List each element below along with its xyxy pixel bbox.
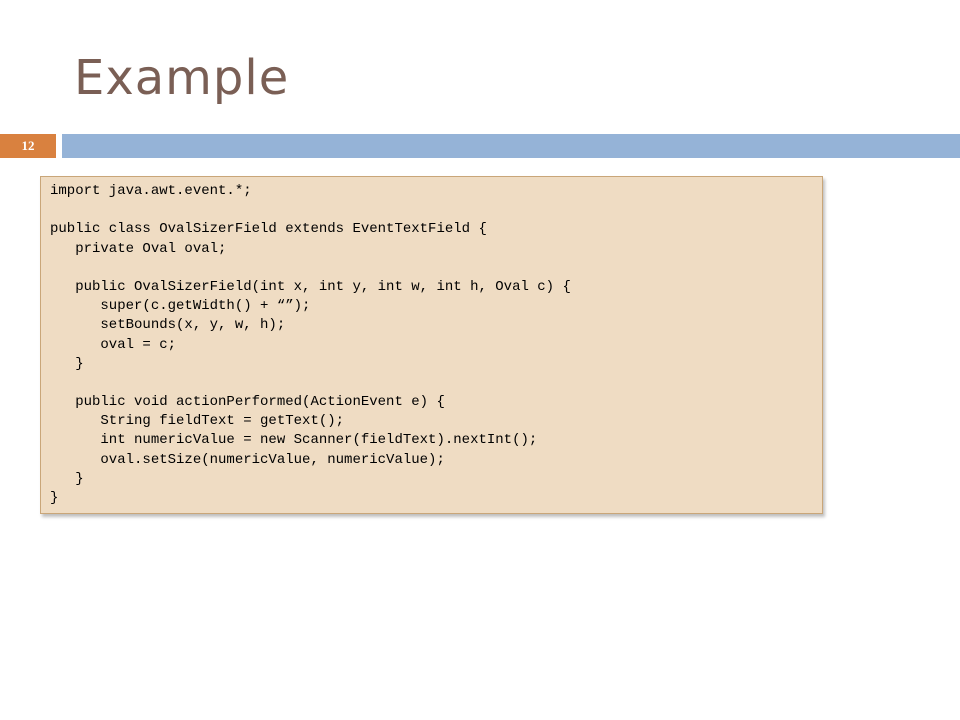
code-block: import java.awt.event.*; public class Ov… xyxy=(40,176,823,514)
code-line: import java.awt.event.*; xyxy=(50,183,252,199)
code-line xyxy=(50,374,822,393)
code-line: super(c.getWidth() + “”); xyxy=(50,298,311,315)
code-line: String fieldText = getText(); xyxy=(50,413,345,430)
slide-title: Example xyxy=(74,50,290,106)
code-line: public class OvalSizerField extends Even… xyxy=(50,221,487,238)
code-line: } xyxy=(50,470,84,487)
code-line: private Oval oval; xyxy=(50,240,227,257)
code-line xyxy=(50,201,822,220)
code-line: } xyxy=(50,355,84,372)
code-line: public OvalSizerField(int x, int y, int … xyxy=(50,278,571,295)
slide-number: 12 xyxy=(21,138,35,153)
code-line: oval.setSize(numericValue, numericValue)… xyxy=(50,451,445,468)
code-line: public void actionPerformed(ActionEvent … xyxy=(50,394,445,411)
code-line xyxy=(50,259,822,278)
code-line: oval = c; xyxy=(50,336,177,353)
code-line: } xyxy=(50,490,59,506)
code-line: int numericValue = new Scanner(fieldText… xyxy=(50,432,538,449)
slide-number-badge: 12 xyxy=(0,134,56,158)
code-line: setBounds(x, y, w, h); xyxy=(50,317,286,334)
header-accent-bar xyxy=(62,134,960,158)
